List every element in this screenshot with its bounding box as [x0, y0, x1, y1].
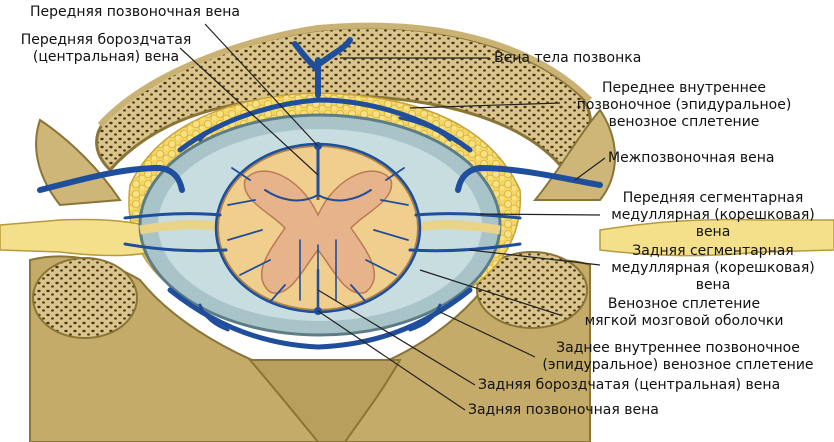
label-vertebral-body-vein: Вена тела позвонка [494, 50, 641, 67]
label-posterior-internal-plexus: Заднее внутреннее позвоночное (эпидураль… [535, 340, 821, 374]
label-anterior-sulcal-vein: Передняя бороздчатая (центральная) вена [6, 32, 206, 66]
right-nerve-roots [415, 225, 500, 230]
label-anterior-segmental-vein: Передняя сегментарная медуллярная (кореш… [600, 190, 826, 241]
left-articular-process [33, 258, 137, 338]
left-nerve-roots [140, 225, 225, 230]
left-spinal-nerve [0, 219, 160, 255]
label-posterior-spinal-vein: Задняя позвоночная вена [468, 402, 659, 419]
label-posterior-sulcal-vein: Задняя бороздчатая (центральная) вена [478, 377, 780, 394]
label-pial-plexus: Венозное сплетение мягкой мозговой оболо… [565, 296, 803, 330]
label-anterior-internal-plexus: Переднее внутреннее позвоночное (эпидура… [560, 80, 808, 131]
label-anterior-spinal-vein: Передняя позвоночная вена [30, 4, 240, 21]
label-posterior-segmental-vein: Задняя сегментарная медуллярная (корешко… [600, 243, 826, 294]
label-intervertebral-vein: Межпозвоночная вена [608, 150, 774, 167]
